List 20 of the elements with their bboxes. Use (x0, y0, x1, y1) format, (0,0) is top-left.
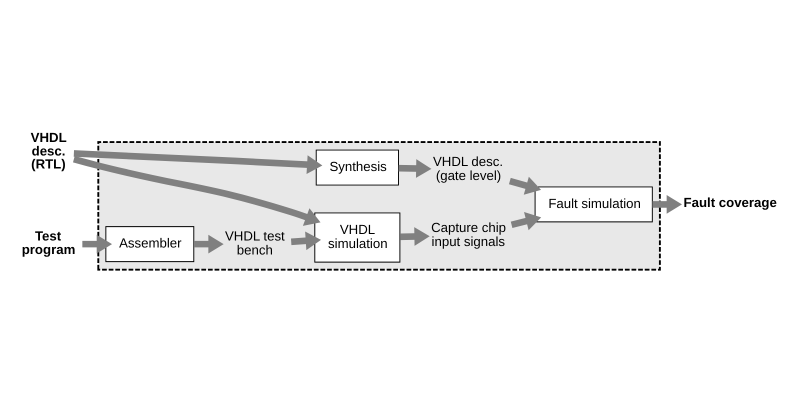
node-text: VHDL desc. (gate level) (432, 154, 504, 184)
arrow (510, 212, 542, 230)
arrow (400, 227, 430, 246)
node-text: VHDL desc. (RTL) (30, 130, 67, 172)
node-text: Capture chip input signals (431, 220, 506, 250)
arrow (74, 150, 322, 174)
node-text: Test program (22, 228, 76, 257)
arrow (652, 195, 682, 214)
arrow (72, 156, 321, 226)
arrow (290, 231, 322, 250)
arrow (508, 176, 542, 195)
node-text: VHDL test bench (224, 228, 285, 258)
node-box: Synthesis (316, 150, 399, 186)
node-box: Fault simulation (534, 186, 653, 222)
arrow (82, 234, 112, 254)
node-box: VHDL simulation (314, 212, 400, 263)
arrow (194, 234, 224, 254)
node-box: Assembler (105, 226, 194, 262)
node-text: Fault coverage (684, 194, 777, 210)
arrow (398, 159, 432, 178)
